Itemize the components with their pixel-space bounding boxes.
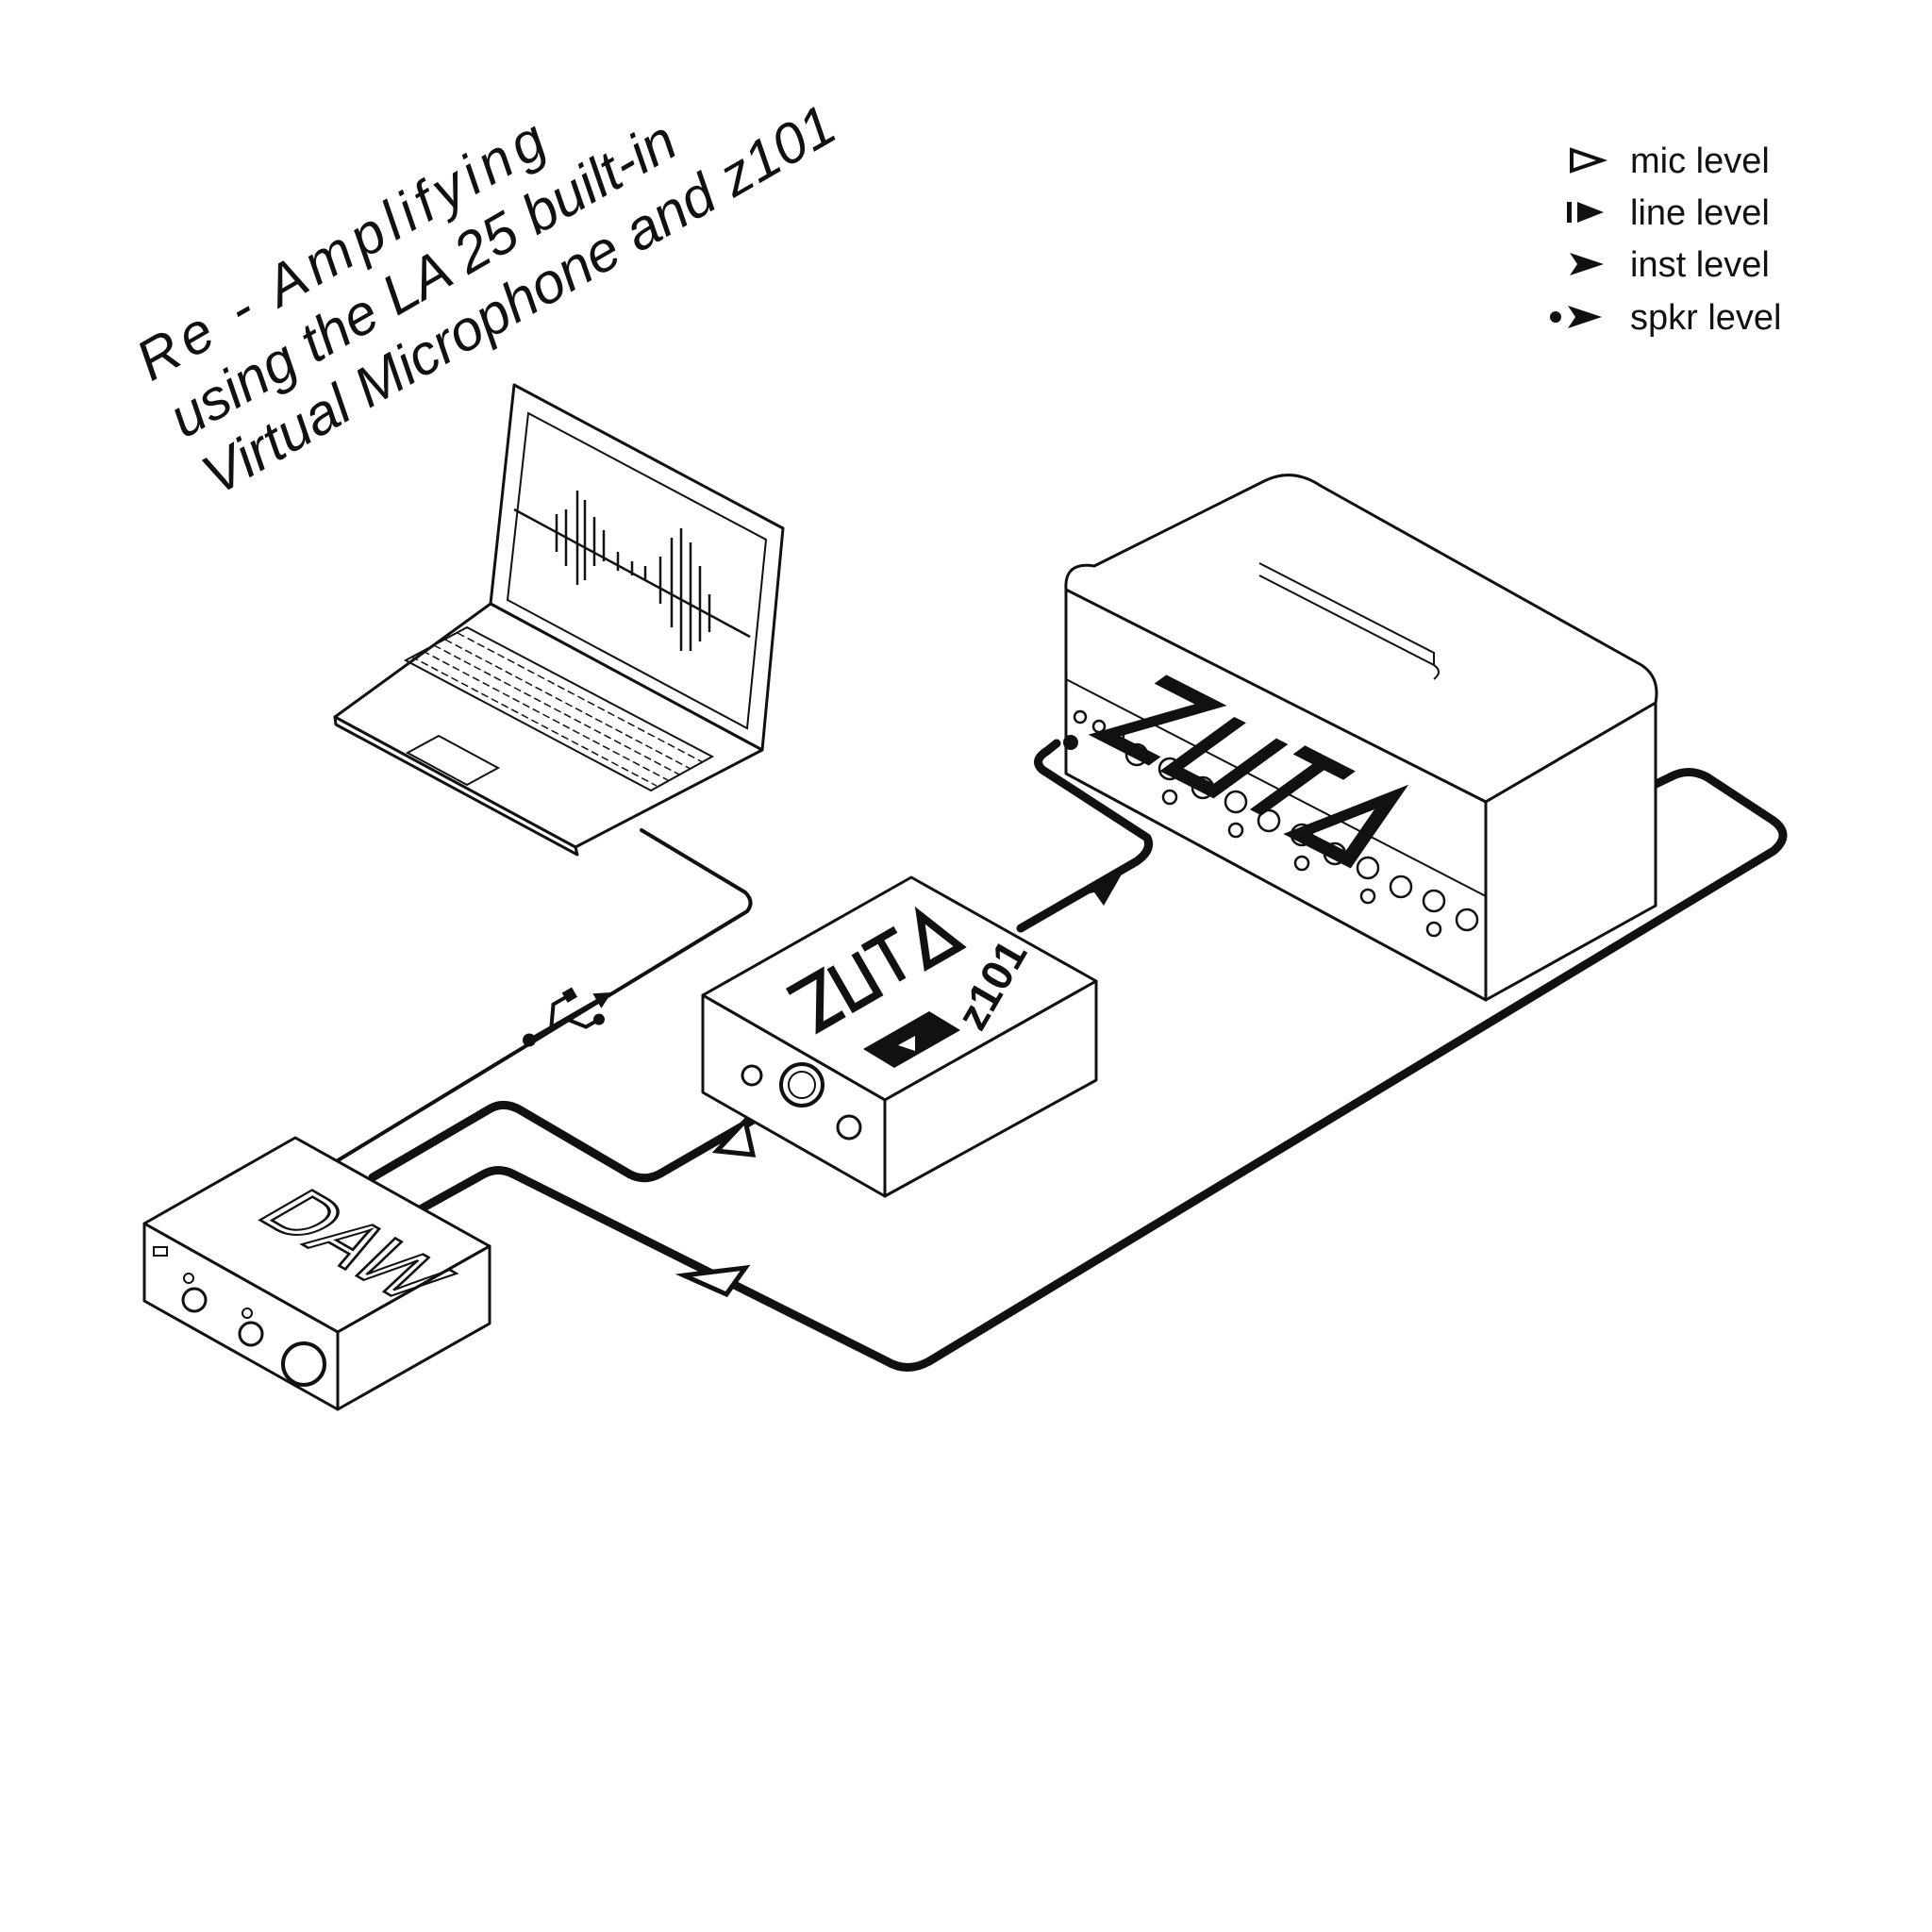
level-knob xyxy=(836,1114,862,1141)
inst-level-arrow-icon xyxy=(1570,253,1604,275)
daw-interface: DAW xyxy=(142,1136,491,1411)
amp-to-daw-cable xyxy=(410,768,1788,1372)
legend: mic level line level inst level spkr lev… xyxy=(1550,142,1782,338)
zuta-logo xyxy=(786,907,967,1035)
mic-level-arrow-icon xyxy=(675,1264,751,1298)
spkr-level-arrow-icon xyxy=(1550,306,1602,328)
legend-item-line: line level xyxy=(1567,193,1770,233)
cables xyxy=(333,739,1788,1372)
power-switch xyxy=(153,1246,168,1257)
legend-label-inst: inst level xyxy=(1630,245,1770,285)
mic-level-arrow-icon xyxy=(711,1115,757,1158)
usb-icon xyxy=(523,987,612,1047)
xlr-output-jack xyxy=(779,1062,824,1108)
legend-label-mic: mic level xyxy=(1630,142,1770,181)
legend-label-line: line level xyxy=(1630,193,1770,233)
legend-item-spkr: spkr level xyxy=(1550,298,1782,338)
amp-head-icon xyxy=(1063,474,1658,1002)
amp-controls xyxy=(1073,709,1479,938)
input-jack xyxy=(741,1064,763,1087)
gain-knob xyxy=(181,1287,208,1313)
legend-label-spkr: spkr level xyxy=(1630,298,1782,338)
legend-item-inst: inst level xyxy=(1570,245,1770,285)
gain-knob xyxy=(238,1321,264,1347)
legend-item-mic: mic level xyxy=(1570,142,1770,181)
daw-to-z101-cable xyxy=(368,1099,786,1183)
usb-cable xyxy=(333,828,753,1164)
diagram-title: Re - Amplifying using the LA 25 built-in… xyxy=(125,92,846,507)
waveform xyxy=(513,491,751,651)
mic-level-arrow-icon xyxy=(1570,147,1608,174)
line-level-arrow-icon xyxy=(1567,202,1604,223)
laptop-icon xyxy=(333,383,785,857)
z101-to-amp-cable xyxy=(1016,739,1154,933)
amp-input-jack xyxy=(1063,735,1078,750)
z101-box: z101 xyxy=(701,875,1098,1198)
inst-level-arrow-icon xyxy=(1075,873,1123,906)
volume-knob xyxy=(281,1341,326,1387)
